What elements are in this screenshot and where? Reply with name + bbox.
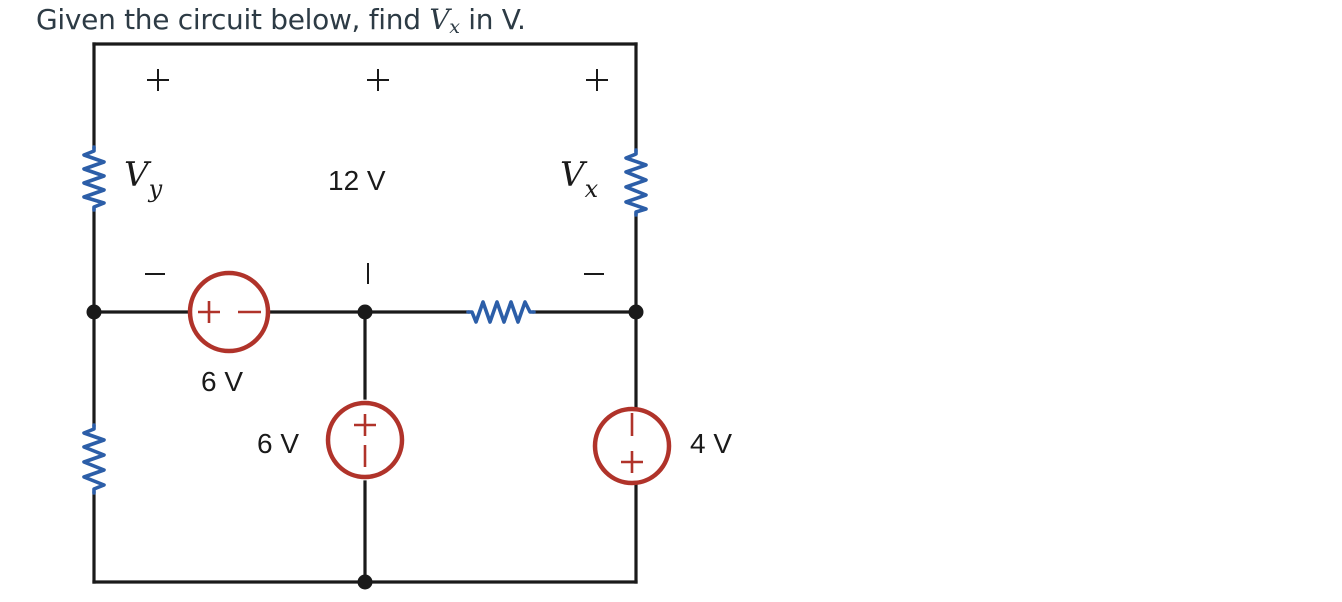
question-prefix: Given the circuit below, find [36,3,421,36]
junction-dot-bottom [357,574,373,590]
question-variable-main: V [429,3,450,36]
voltage-source-middle [325,400,405,480]
junction-dot-center [357,304,373,320]
question-text: Given the circuit below, find Vx in V. [36,2,526,45]
voltage-source-horizontal [187,270,271,354]
plus-sign-icon [354,414,376,436]
source-horizontal-label: 6 V [201,366,243,397]
source-middle-label: 6 V [257,428,299,459]
plus-sign-icon [198,301,220,323]
resistor-left-lower [82,423,106,495]
resistor-right-upper [624,148,648,217]
vy-label-sub: y [148,175,163,203]
voltage-source-right [592,406,672,486]
vx-plus-sign [586,69,608,91]
vx-label-sub: x [585,175,599,203]
question-variable-sub: x [449,16,460,38]
resistor-middle-horizontal [466,300,536,324]
resistor-left-upper [82,145,106,212]
vx-label-main: V [560,155,588,195]
source-right-label: 4 V [690,428,732,459]
vy-plus-sign [147,69,169,91]
center-plus-sign [367,69,389,91]
vy-label-main: V [124,155,152,195]
vx-label: Vx [560,155,599,203]
junction-dot-left [86,304,102,320]
question-suffix: in V. [468,3,526,36]
question-variable: Vx [429,3,460,38]
center-voltage-label: 12 V [328,165,386,196]
plus-sign-icon [621,451,643,473]
vy-label: Vy [124,155,163,203]
junction-dot-right [628,304,644,320]
